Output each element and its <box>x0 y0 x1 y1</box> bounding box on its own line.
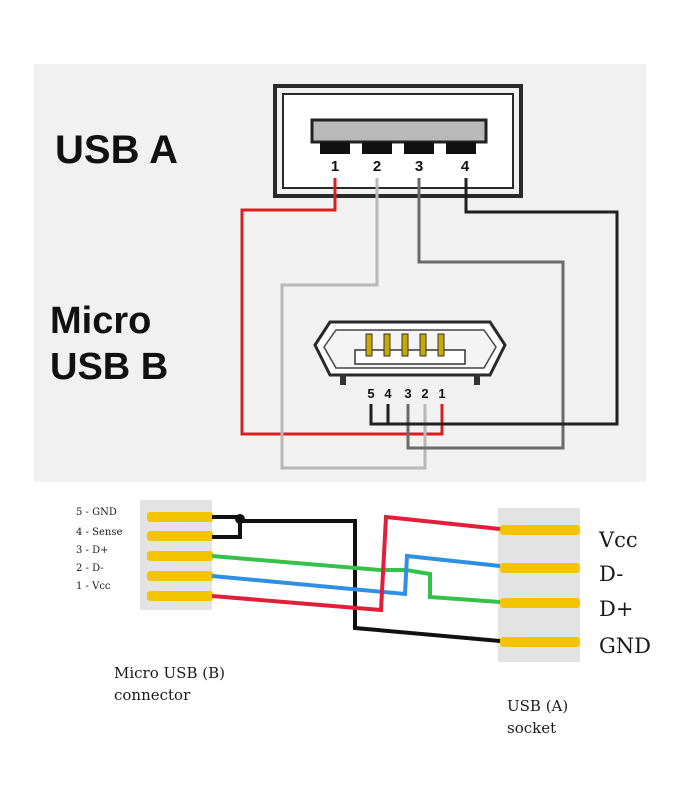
bottom-usb-a-drawing <box>498 508 580 662</box>
top-wire-pin4 <box>386 178 619 426</box>
micro-usb-pin-number: 2 <box>421 386 429 401</box>
micro-pin-label-vcc: 1 - Vcc <box>76 581 111 592</box>
micro-pin-label-sense: 4 - Sense <box>76 527 123 538</box>
usb-a-caption: USB (A) socket <box>507 697 569 737</box>
micro-usb-pin-number: 1 <box>438 386 446 401</box>
top-wire-pin1 <box>240 178 444 436</box>
usb-a-pin-number: 4 <box>460 158 470 175</box>
micro-pin-label-gnd: 5 - GND <box>76 507 117 518</box>
usb-a-pin-label-d-plus: D+ <box>599 597 634 621</box>
bottom-micro-usb-drawing <box>140 500 213 610</box>
micro-usb-caption: Micro USB (B) connector <box>114 664 225 704</box>
bottom-wire-d-minus <box>211 553 501 597</box>
micro-usb-pin-number: 4 <box>384 386 392 401</box>
usb-a-pin-number: 2 <box>372 158 382 175</box>
bottom-wire-sense-link <box>212 521 242 539</box>
gnd-junction-dot <box>235 514 245 524</box>
micro-pin-label-d-minus: 2 - D- <box>76 563 104 574</box>
bottom-wire-gnd <box>212 515 501 643</box>
micro-usb-pin-number: 5 <box>367 386 375 401</box>
micro-usb-b-connector-drawing <box>313 320 507 385</box>
top-wire-micro-pin5 <box>369 404 388 426</box>
usb-a-pin-label-vcc: Vcc <box>599 528 638 552</box>
micro-usb-pin-number: 3 <box>404 386 412 401</box>
usb-a-pin-label-gnd: GND <box>599 634 651 658</box>
usb-a-connector-drawing <box>273 84 523 198</box>
usb-a-pin-number: 1 <box>330 158 340 175</box>
usb-a-pin-label-d-minus: D- <box>599 562 624 586</box>
bottom-diagram-panel <box>0 490 700 800</box>
micro-usb-b-title: Micro USB B <box>50 300 169 388</box>
micro-pin-label-d-plus: 3 - D+ <box>76 545 109 556</box>
top-wire-pin3 <box>406 178 565 450</box>
top-wire-pin2 <box>280 178 427 470</box>
bottom-wire-vcc <box>211 514 501 613</box>
usb-a-pin-number: 3 <box>414 158 424 175</box>
bottom-wire-d-plus <box>211 554 501 604</box>
usb-a-title: USB A <box>55 128 178 172</box>
